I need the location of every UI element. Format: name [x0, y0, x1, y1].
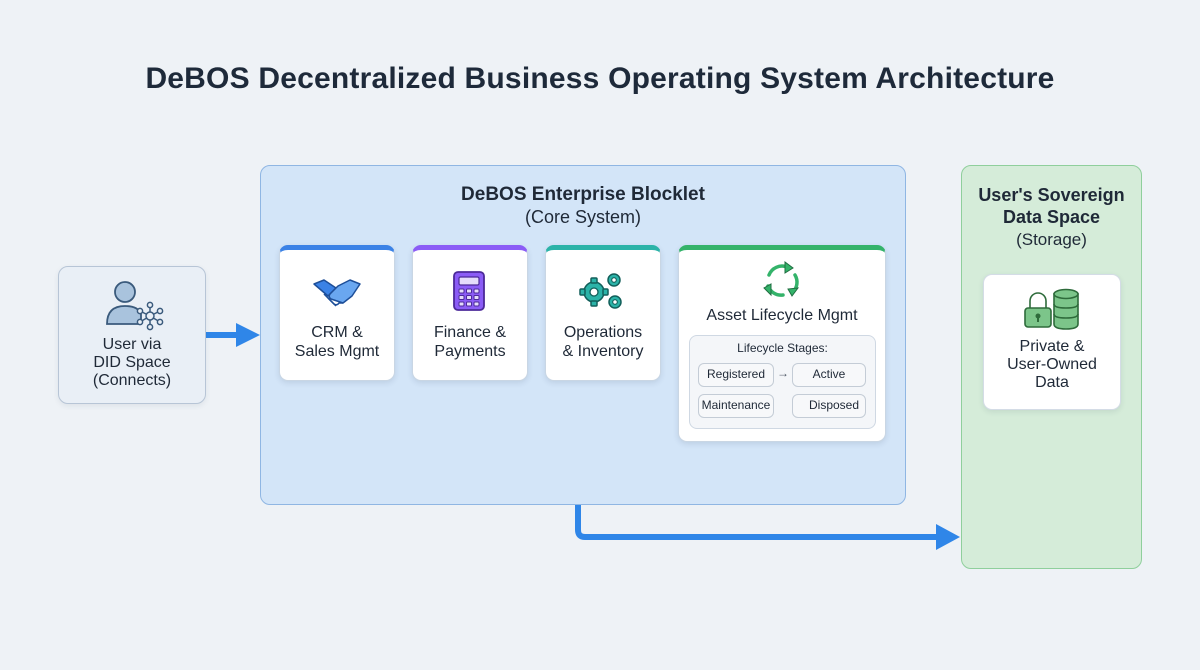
- private-data-line3: Data: [1035, 374, 1069, 391]
- private-data-line2: User-Owned: [1007, 356, 1097, 373]
- module-crm-label: CRM & Sales Mgmt: [279, 323, 395, 361]
- core-to-storage-arrowhead: [936, 524, 960, 550]
- stage-registered[interactable]: Registered: [698, 363, 774, 387]
- stage-disposed-label: Disposed: [808, 398, 860, 412]
- user-network-icon: [106, 281, 164, 331]
- module-asset-label: Asset Lifecycle Mgmt: [706, 307, 858, 324]
- core-title: DeBOS Enterprise Blocklet: [461, 184, 705, 205]
- storage-subtitle: (Storage): [1016, 230, 1087, 249]
- module-crm-line1: CRM &: [311, 324, 363, 341]
- stage-arrow-1: →: [777, 366, 789, 380]
- storage-title: User's Sovereign Data Space: [961, 184, 1142, 228]
- user-label-line3: (Connects): [92, 372, 172, 389]
- lock-database-icon: [1024, 288, 1079, 330]
- module-finance-label: Finance & Payments: [412, 323, 528, 361]
- storage-title-line1: User's Sovereign: [978, 185, 1125, 205]
- diagram-title: DeBOS Decentralized Business Operating S…: [145, 62, 1055, 95]
- stage-disposed[interactable]: Disposed: [792, 394, 866, 418]
- lifecycle-heading: Lifecycle Stages:: [737, 341, 828, 355]
- private-data-line1: Private &: [1019, 338, 1085, 355]
- module-operations[interactable]: [545, 245, 661, 381]
- module-operations-line2: & Inventory: [562, 343, 644, 360]
- gears-icon: [579, 273, 622, 309]
- user-label-line2: DID Space: [93, 354, 171, 371]
- user-to-core-arrowhead: [236, 323, 260, 347]
- module-finance-line2: Payments: [434, 343, 506, 360]
- module-operations-line1: Operations: [563, 324, 643, 341]
- module-operations-label: Operations & Inventory: [545, 323, 661, 361]
- module-finance-line1: Finance &: [433, 324, 507, 341]
- cycle-arrows-icon: [763, 261, 800, 297]
- module-crm[interactable]: [279, 245, 395, 381]
- module-finance[interactable]: [412, 245, 528, 381]
- calculator-icon: [453, 271, 485, 311]
- stage-maintenance[interactable]: Maintenance: [698, 394, 774, 418]
- handshake-icon: [313, 279, 361, 307]
- private-data-card[interactable]: [983, 274, 1121, 410]
- user-label-line1: User via: [102, 336, 162, 353]
- module-crm-line2: Sales Mgmt: [294, 343, 380, 360]
- core-to-storage-flow: [575, 500, 940, 540]
- user-label: User via DID Space (Connects): [58, 336, 206, 390]
- stage-active[interactable]: Active: [792, 363, 866, 387]
- storage-title-line2: Data Space: [1002, 207, 1101, 227]
- private-data-label: Private & User-Owned Data: [983, 338, 1121, 392]
- core-subtitle: (Core System): [524, 207, 641, 227]
